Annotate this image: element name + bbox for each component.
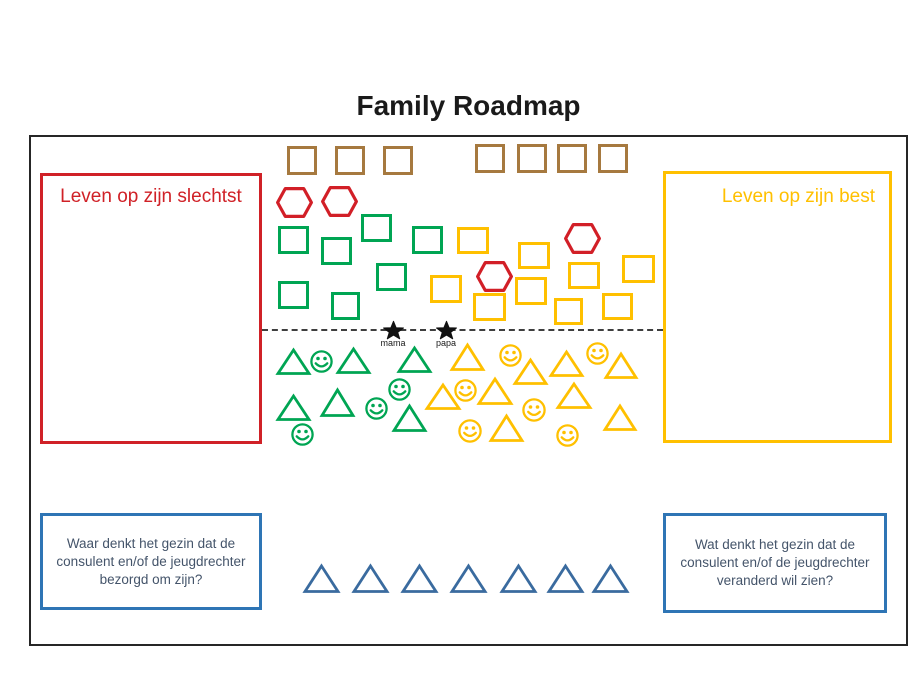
- yellow-square-shape[interactable]: [457, 227, 489, 254]
- green-smiley-icon[interactable]: [310, 350, 333, 373]
- green-square-shape[interactable]: [321, 237, 352, 265]
- green-smiley-icon[interactable]: [388, 378, 411, 401]
- change-question-label: Wat denkt het gezin dat de consulent en/…: [680, 537, 870, 588]
- green-square-shape[interactable]: [331, 292, 360, 320]
- green-square-shape[interactable]: [412, 226, 443, 254]
- yellow-triangle-shape[interactable]: [488, 413, 525, 442]
- yellow-triangle-shape[interactable]: [424, 382, 462, 410]
- green-triangle-shape[interactable]: [391, 403, 428, 432]
- yellow-square-shape[interactable]: [473, 293, 506, 321]
- yellow-triangle-shape[interactable]: [449, 342, 486, 371]
- yellow-square-shape[interactable]: [430, 275, 462, 303]
- change-question-box[interactable]: Wat denkt het gezin dat de consulent en/…: [663, 513, 887, 613]
- yellow-smiley-icon[interactable]: [458, 419, 482, 443]
- green-square-shape[interactable]: [278, 281, 309, 309]
- brown-square-shape[interactable]: [557, 144, 587, 173]
- green-triangle-shape[interactable]: [396, 345, 433, 373]
- blue-triangle-shape[interactable]: [546, 563, 585, 593]
- red-hexagon-shape[interactable]: [276, 187, 314, 218]
- green-triangle-shape[interactable]: [319, 387, 356, 417]
- yellow-smiley-icon[interactable]: [522, 398, 546, 422]
- yellow-square-shape[interactable]: [554, 298, 583, 325]
- blue-triangle-shape[interactable]: [302, 563, 341, 593]
- blue-triangle-shape[interactable]: [400, 563, 439, 593]
- papa-label: papa: [435, 338, 457, 348]
- brown-square-shape[interactable]: [598, 144, 628, 173]
- red-hexagon-shape[interactable]: [564, 223, 602, 254]
- yellow-square-shape[interactable]: [622, 255, 655, 283]
- yellow-triangle-shape[interactable]: [555, 381, 593, 409]
- best-life-box[interactable]: Leven op zijn best: [663, 171, 892, 443]
- green-square-shape[interactable]: [278, 226, 309, 254]
- yellow-smiley-icon[interactable]: [556, 424, 579, 447]
- green-triangle-shape[interactable]: [275, 347, 312, 375]
- blue-triangle-shape[interactable]: [591, 563, 630, 593]
- green-triangle-shape[interactable]: [335, 346, 372, 374]
- blue-triangle-shape[interactable]: [351, 563, 390, 593]
- yellow-triangle-shape[interactable]: [476, 376, 514, 405]
- brown-square-shape[interactable]: [517, 144, 547, 173]
- yellow-smiley-icon[interactable]: [586, 342, 609, 365]
- brown-square-shape[interactable]: [287, 146, 317, 175]
- yellow-smiley-icon[interactable]: [454, 379, 477, 402]
- blue-triangle-shape[interactable]: [449, 563, 488, 593]
- black-star-icon: [383, 320, 404, 340]
- brown-square-shape[interactable]: [475, 144, 505, 173]
- black-star-icon: [436, 320, 457, 340]
- yellow-triangle-shape[interactable]: [512, 357, 549, 385]
- best-life-label: Leven op zijn best: [721, 186, 875, 207]
- mama-label: mama: [380, 338, 406, 348]
- yellow-square-shape[interactable]: [518, 242, 550, 269]
- yellow-square-shape[interactable]: [568, 262, 600, 289]
- green-square-shape[interactable]: [361, 214, 392, 242]
- brown-square-shape[interactable]: [383, 146, 413, 175]
- red-hexagon-shape[interactable]: [476, 261, 514, 292]
- green-smiley-icon[interactable]: [365, 397, 388, 420]
- yellow-triangle-shape[interactable]: [603, 351, 639, 379]
- yellow-triangle-shape[interactable]: [602, 403, 638, 431]
- green-smiley-icon[interactable]: [291, 423, 314, 446]
- yellow-triangle-shape[interactable]: [548, 349, 585, 377]
- blue-triangle-shape[interactable]: [499, 563, 538, 593]
- yellow-smiley-icon[interactable]: [499, 344, 522, 367]
- worst-life-box[interactable]: Leven op zijn slechtst: [40, 173, 262, 444]
- brown-square-shape[interactable]: [335, 146, 365, 175]
- worst-life-label: Leven op zijn slechtst: [60, 186, 242, 207]
- green-triangle-shape[interactable]: [275, 393, 312, 421]
- yellow-square-shape[interactable]: [602, 293, 633, 320]
- timeline-dashed-line: [262, 329, 663, 331]
- yellow-square-shape[interactable]: [515, 277, 547, 305]
- page-title: Family Roadmap: [356, 90, 581, 121]
- concern-question-box[interactable]: Waar denkt het gezin dat de consulent en…: [40, 513, 262, 610]
- concern-question-label: Waar denkt het gezin dat de consulent en…: [56, 535, 246, 587]
- green-square-shape[interactable]: [376, 263, 407, 291]
- red-hexagon-shape[interactable]: [321, 186, 359, 217]
